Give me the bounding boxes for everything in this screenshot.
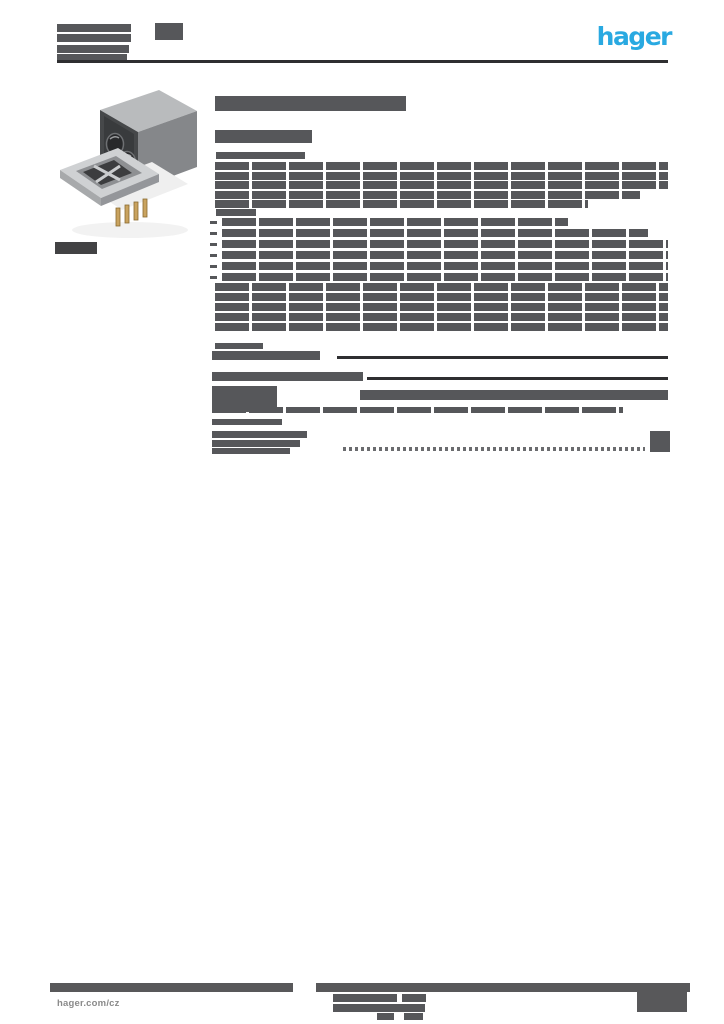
paragraph2-line-2 — [215, 293, 668, 301]
bullet-dash-3 — [210, 243, 217, 246]
bullet-dash-2 — [210, 232, 217, 235]
product-shadow — [72, 222, 188, 238]
header-line-2 — [57, 34, 131, 42]
header-badge — [155, 23, 183, 40]
spec2-label-1 — [212, 431, 307, 438]
bullet-text-6 — [222, 273, 668, 281]
description-line-4 — [215, 191, 640, 199]
header-rule — [57, 60, 668, 63]
description-line-3 — [215, 181, 668, 189]
bullet-text-4 — [222, 251, 668, 259]
footer-band-right — [316, 983, 690, 992]
spec-row1-label — [212, 351, 320, 360]
bullet-dash-6 — [210, 276, 217, 279]
product-photo-svg — [60, 90, 197, 238]
product-ref-code — [55, 242, 97, 254]
spec2-value — [650, 431, 670, 452]
paragraph2-line-5 — [215, 323, 668, 331]
bullet-text-3 — [222, 240, 668, 248]
footer-right-block — [637, 992, 687, 1012]
bullet-text-1 — [222, 218, 568, 226]
paragraph2-line-1 — [215, 283, 668, 291]
paragraph2-line-4 — [215, 313, 668, 321]
product-title — [215, 96, 406, 111]
description-line-5 — [215, 200, 588, 208]
description-line-2 — [215, 172, 668, 180]
description-line-1 — [215, 162, 668, 170]
spec-row2-rule — [367, 377, 668, 380]
list-intro — [216, 209, 256, 216]
product-subtitle — [215, 130, 312, 143]
bullet-dash-4 — [210, 254, 217, 257]
bullet-text-5 — [222, 262, 668, 270]
hager-logo: hager — [596, 22, 673, 51]
spec-note-line-2 — [212, 419, 282, 425]
footer-center-line-1b — [402, 994, 426, 1002]
spec-row3-value — [360, 390, 668, 400]
bullet-dash-5 — [210, 265, 217, 268]
spec-row2-label — [212, 372, 363, 381]
connector-pins — [115, 198, 148, 227]
product-ref-line — [216, 152, 305, 159]
footer-center-line-3a — [377, 1013, 394, 1020]
footer-website-link[interactable]: hager.com/cz — [57, 997, 120, 1009]
spec-subheader — [215, 343, 263, 349]
product-image — [56, 84, 204, 242]
spec-row1-rule — [337, 356, 668, 359]
spec2-leader — [343, 447, 645, 451]
bullet-text-2 — [222, 229, 648, 237]
bullet-dash-1 — [210, 221, 217, 224]
footer-center-line-3b — [404, 1013, 423, 1020]
paragraph2-line-3 — [215, 303, 668, 311]
header-line-4 — [57, 54, 127, 61]
spec-note-line-1 — [212, 407, 623, 413]
footer-center-line-2 — [333, 1004, 425, 1012]
spec2-label-2 — [212, 440, 300, 447]
footer-band-left — [50, 983, 293, 992]
header-line-3 — [57, 45, 129, 53]
footer-website-box: hager.com/cz — [53, 992, 168, 1014]
footer-center-line-1a — [333, 994, 397, 1002]
header-line-1 — [57, 24, 131, 32]
spec2-label-3 — [212, 448, 290, 454]
